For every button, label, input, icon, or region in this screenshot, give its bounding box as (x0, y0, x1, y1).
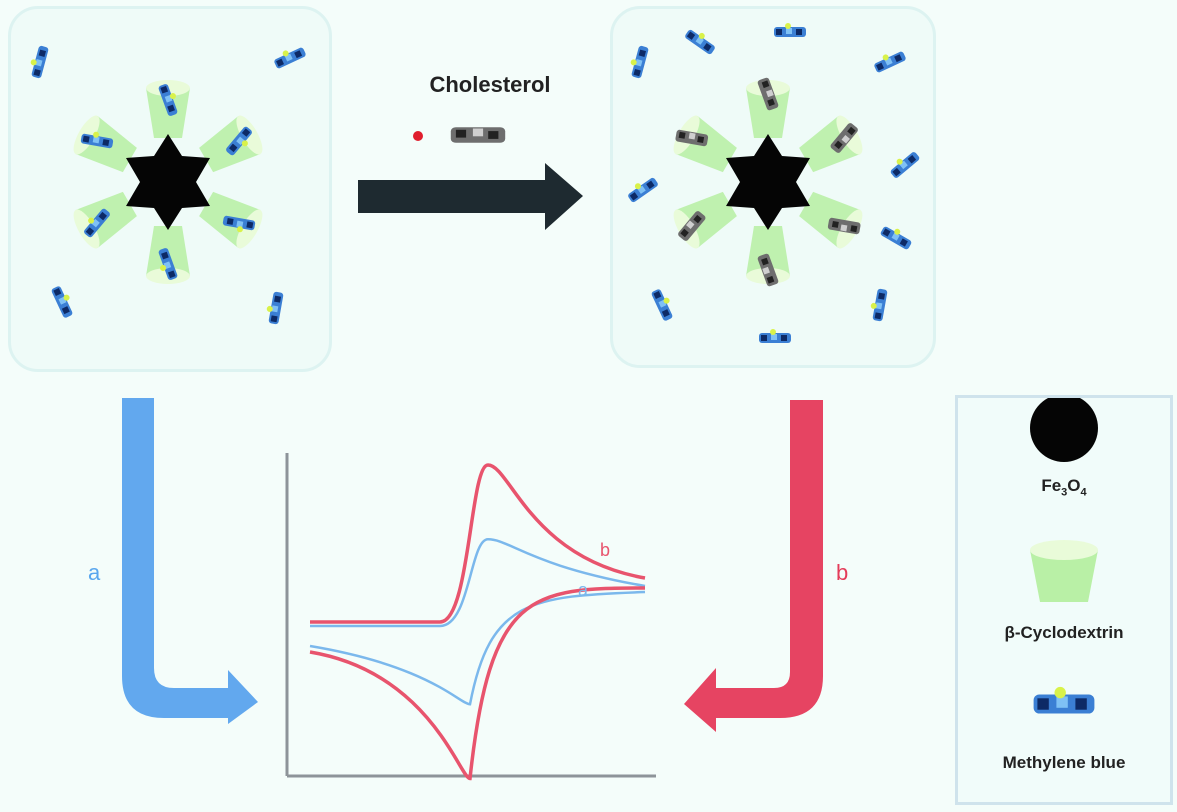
nanoparticle-before (27, 43, 307, 325)
legend-label-cyclodextrin: β-Cyclodextrin (1004, 623, 1124, 642)
black-sphere-icon (1030, 398, 1098, 462)
free-methylene-blue (264, 290, 284, 325)
path-a-arrow (122, 398, 258, 724)
reagent-label: Cholesterol (429, 72, 551, 97)
free-methylene-blue (27, 44, 49, 79)
free-methylene-blue (50, 283, 77, 319)
cv-curve-b-reverse (309, 586, 646, 781)
cv-curve-a-reverse (309, 590, 646, 706)
cholesterol-molecule-icon (413, 127, 506, 143)
cv-chart (285, 453, 656, 781)
methylene-blue-molecule-icon (1033, 686, 1095, 714)
path-b-label: b (836, 560, 849, 585)
path-a-label: a (88, 560, 101, 585)
nanoparticle-after (624, 23, 921, 343)
legend-label-fe3o4: Fe3O4 (1041, 476, 1087, 499)
cv-curve-a-forward (310, 537, 646, 628)
path-b-arrow (684, 400, 823, 732)
curve-b-label: b (600, 540, 611, 560)
free-methylene-blue (271, 43, 307, 70)
reaction-arrow (358, 163, 583, 230)
legend-panel: Fe3O4 β-Cyclodextrin Methylene blue (955, 395, 1173, 805)
curve-a-label: a (578, 580, 589, 600)
fe3o4-core (726, 134, 810, 230)
fe3o4-core (126, 134, 210, 230)
legend-label-methylene-blue: Methylene blue (1002, 753, 1126, 772)
cv-curve-b-forward (310, 463, 646, 624)
cyclodextrin-cup-icon (1030, 540, 1098, 602)
